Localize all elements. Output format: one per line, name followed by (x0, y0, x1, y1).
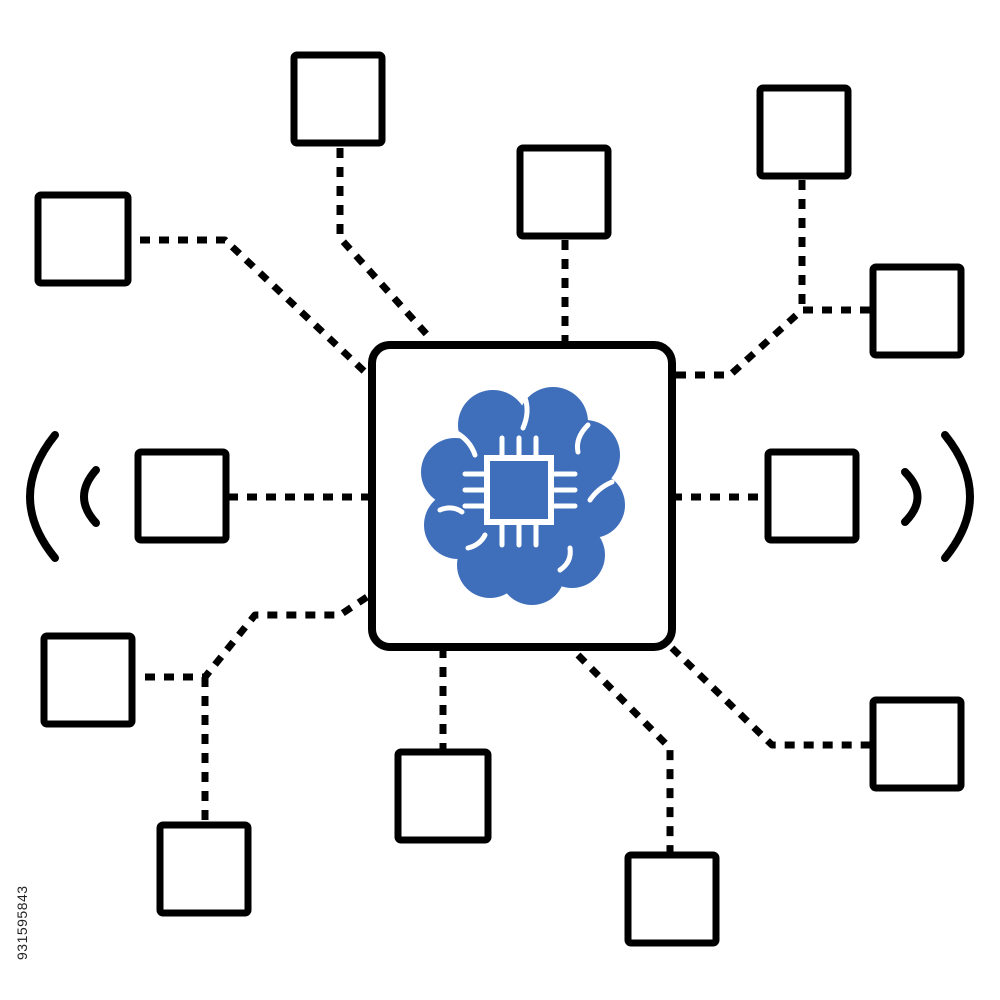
brain-folds (437, 395, 615, 573)
wireless-signal-icon (26, 431, 974, 562)
connector-top-left-far (140, 236, 368, 375)
connector-top-left (336, 148, 433, 341)
square-node-icon (869, 696, 965, 792)
square-node-icon (134, 448, 230, 544)
square-node-icon (34, 191, 132, 287)
chip-core (499, 470, 539, 510)
square-node-icon (394, 748, 492, 844)
square-node-icon (40, 632, 136, 728)
square-node-icon (290, 51, 386, 147)
signal-arc-right-outer (941, 431, 974, 562)
square-node-icon (869, 263, 965, 359)
square-node-icon (764, 448, 860, 544)
nodes (34, 51, 965, 947)
signal-arc-left-inner (80, 466, 100, 527)
signal-arc-left-outer (26, 431, 59, 562)
connector-bottom-right (575, 652, 674, 852)
ai-brain-chip-icon (421, 387, 625, 605)
signal-arc-right-inner (901, 468, 922, 526)
square-node-icon (156, 821, 252, 917)
square-node-icon (756, 84, 852, 180)
connectors (140, 148, 873, 852)
square-node-icon (624, 851, 720, 947)
connector-right-lower (669, 645, 873, 749)
square-node-icon (516, 144, 612, 240)
connector-right-upper (676, 306, 870, 379)
stock-id-watermark: 931595843 (14, 885, 30, 960)
connector-left-lower (145, 592, 372, 681)
